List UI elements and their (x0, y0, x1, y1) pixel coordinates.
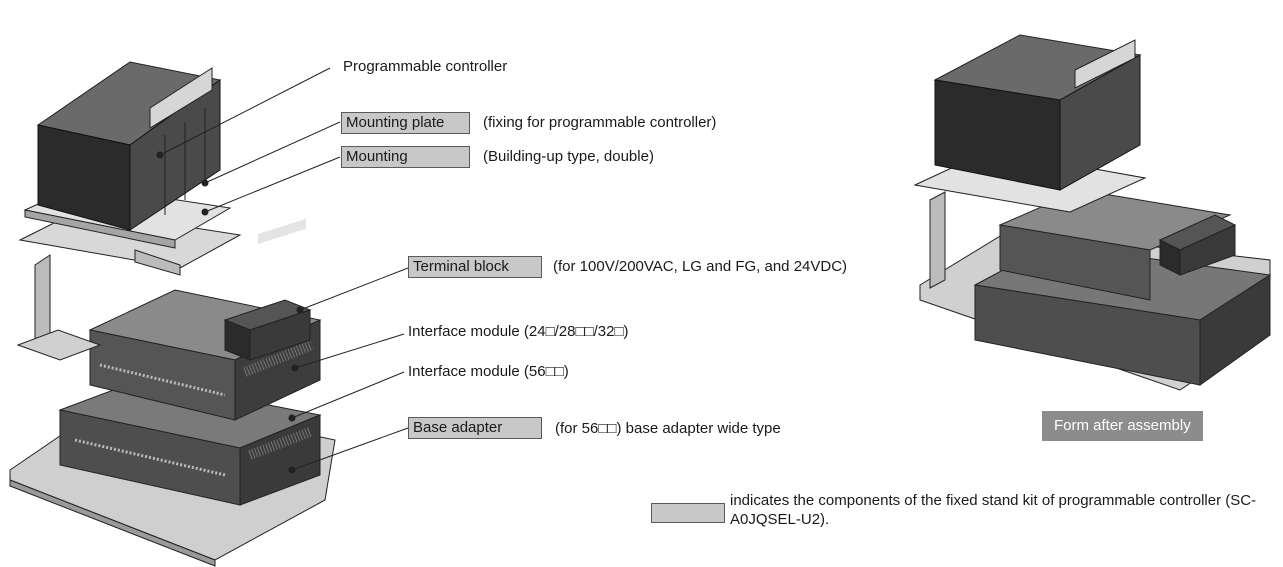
interface-module-56-part (58, 379, 322, 506)
assembled-caption: Form after assembly (1042, 411, 1203, 441)
terminal-block-part (223, 218, 312, 361)
label-base-adapter-note: (for 56□□) base adapter wide type (555, 420, 781, 437)
assembled-view-illustration (913, 34, 1272, 391)
legend-swatch (651, 503, 725, 523)
label-mounting: Mounting (341, 146, 470, 168)
label-interface-module-large: Interface module (56□□) (408, 363, 569, 380)
label-programmable-controller: Programmable controller (343, 58, 508, 75)
legend-text: indicates the components of the fixed st… (730, 492, 1257, 528)
label-mounting-plate: Mounting plate (341, 112, 470, 134)
label-terminal-block: Terminal block (408, 256, 542, 278)
label-interface-module-small: Interface module (24□/28□□/32□) (408, 323, 629, 340)
label-mounting-note: (Building-up type, double) (483, 148, 654, 165)
label-terminal-block-note: (for 100V/200VAC, LG and FG, and 24VDC) (553, 258, 848, 275)
programmable-controller-part (36, 61, 222, 231)
leader-lines (156, 67, 409, 474)
label-mounting-plate-note: (fixing for programmable controller) (483, 114, 717, 131)
label-base-adapter: Base adapter (408, 417, 542, 439)
